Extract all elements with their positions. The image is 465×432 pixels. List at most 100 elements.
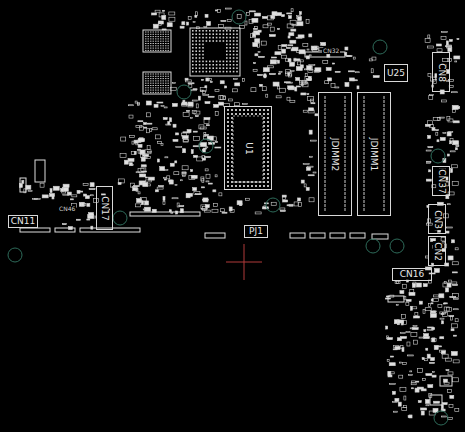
bga-ball bbox=[212, 40, 214, 42]
smd-part bbox=[434, 346, 438, 350]
smd-part bbox=[202, 149, 205, 152]
bga-ball bbox=[192, 64, 194, 66]
smd-part bbox=[172, 82, 175, 83]
cpu-pad bbox=[227, 161, 229, 163]
smd-part bbox=[146, 101, 151, 105]
cpu-pad bbox=[227, 117, 229, 119]
smd-part bbox=[400, 387, 406, 391]
smd-part bbox=[439, 294, 444, 298]
bga-ball bbox=[202, 54, 204, 56]
smd-part bbox=[89, 213, 94, 216]
smd-part bbox=[203, 198, 208, 202]
smd-part bbox=[422, 358, 424, 360]
smd-part bbox=[392, 391, 395, 394]
smd-part bbox=[402, 284, 406, 288]
cpu-pad bbox=[235, 113, 237, 115]
smd-part bbox=[157, 102, 163, 103]
smd-part bbox=[428, 74, 431, 77]
cpu-pad bbox=[239, 181, 241, 183]
smd-part bbox=[410, 371, 412, 372]
smd-part bbox=[450, 151, 455, 152]
cpu-pad bbox=[255, 109, 257, 111]
smd-part bbox=[90, 183, 94, 187]
bga-ball bbox=[195, 44, 197, 46]
chip-pads bbox=[145, 92, 169, 93]
smd-part bbox=[136, 172, 140, 173]
bga-ball bbox=[236, 64, 238, 66]
smd-part bbox=[278, 28, 280, 29]
mounting-hole bbox=[366, 239, 380, 253]
smd-part bbox=[131, 152, 135, 155]
smd-part bbox=[164, 107, 167, 108]
smd-part bbox=[455, 61, 457, 62]
cpu-pad bbox=[227, 109, 229, 111]
smd-part bbox=[276, 96, 281, 98]
cpu-pad bbox=[267, 121, 269, 123]
smd-part bbox=[272, 12, 277, 16]
smd-part bbox=[394, 411, 398, 412]
bga-ball bbox=[236, 61, 238, 63]
bga-ball bbox=[195, 71, 197, 73]
bga-ball bbox=[229, 37, 231, 39]
smd-part bbox=[442, 354, 448, 358]
bga-ball bbox=[236, 44, 238, 46]
memory-chip bbox=[143, 72, 171, 94]
smd-part bbox=[426, 374, 432, 376]
smd-part bbox=[53, 186, 59, 190]
smd-part bbox=[288, 73, 290, 76]
smd-part bbox=[448, 372, 453, 375]
bga-ball bbox=[195, 30, 197, 32]
smd-part bbox=[431, 299, 433, 301]
bga-ball bbox=[199, 64, 201, 66]
smd-part bbox=[310, 140, 316, 141]
cpu-pad bbox=[243, 113, 245, 115]
smd-part bbox=[194, 137, 200, 141]
smd-part bbox=[140, 126, 144, 130]
bga-ball bbox=[226, 54, 228, 56]
smd-part bbox=[77, 190, 80, 193]
bga-ball bbox=[226, 50, 228, 52]
component-outline: CN3 bbox=[428, 204, 446, 234]
smd-part bbox=[436, 132, 438, 135]
smd-part bbox=[292, 25, 297, 26]
smd-part bbox=[291, 49, 297, 51]
smd-part bbox=[50, 189, 52, 193]
smd-part bbox=[448, 119, 453, 122]
smd-part bbox=[282, 45, 287, 47]
bga-ball bbox=[192, 44, 194, 46]
bga-ball bbox=[202, 67, 204, 69]
smd-part bbox=[155, 135, 160, 139]
smd-part bbox=[288, 45, 293, 46]
bga-ball bbox=[209, 64, 211, 66]
smd-part bbox=[421, 389, 426, 391]
smd-part bbox=[446, 231, 449, 233]
smd-part bbox=[138, 192, 140, 194]
smd-part bbox=[289, 16, 292, 19]
smd-part bbox=[183, 149, 186, 153]
smd-part bbox=[430, 358, 434, 361]
smd-part bbox=[345, 82, 349, 86]
ref-designator: JDIMM1 bbox=[370, 136, 379, 172]
smd-part bbox=[357, 86, 359, 89]
smd-part bbox=[399, 375, 403, 378]
smd-part bbox=[432, 328, 435, 330]
smd-part bbox=[70, 199, 73, 200]
smd-part bbox=[229, 207, 232, 211]
smd-part bbox=[258, 43, 260, 47]
bga-ball bbox=[206, 30, 208, 32]
smd-part bbox=[429, 170, 431, 172]
ref-designator: CN37 bbox=[437, 168, 446, 194]
smd-part bbox=[401, 336, 407, 338]
bga-ball bbox=[229, 61, 231, 63]
bga-ball bbox=[216, 67, 218, 69]
smd-part bbox=[254, 63, 256, 64]
smd-part bbox=[275, 52, 281, 55]
smd-part bbox=[235, 83, 240, 86]
cpu-pad bbox=[267, 141, 269, 143]
smd-part bbox=[447, 116, 450, 120]
smd-part bbox=[333, 63, 335, 64]
ref-designator: CN11 bbox=[10, 217, 36, 226]
cpu-pad bbox=[263, 113, 265, 115]
smd-part bbox=[212, 209, 218, 212]
bga-ball bbox=[202, 30, 204, 32]
